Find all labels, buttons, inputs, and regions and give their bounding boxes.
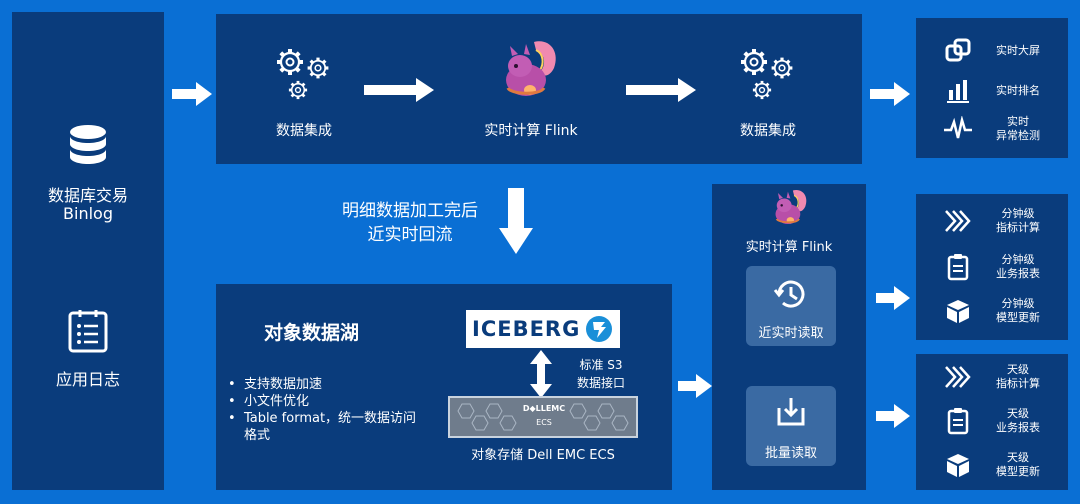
- output-label: 天级: [1007, 451, 1029, 464]
- output-label: 业务报表: [996, 267, 1040, 280]
- double-arrow: [530, 350, 552, 398]
- output-day-reports: 天级业务报表: [916, 406, 1068, 436]
- iceberg-logo: ICEBERG: [466, 310, 620, 348]
- db-label-line2: Binlog: [63, 204, 113, 223]
- history-icon: [773, 280, 805, 308]
- minute-outputs-panel: 分钟级指标计算 分钟级业务报表 分钟级模型更新: [916, 194, 1068, 340]
- server-sub: ECS: [536, 418, 552, 427]
- flink-read-title: 实时计算 Flink: [745, 240, 833, 255]
- down-arrow: [499, 188, 533, 254]
- output-minute-reports: 分钟级业务报表: [916, 252, 1068, 282]
- batch-label: 批量读取: [764, 446, 817, 461]
- output-minute-metrics: 分钟级指标计算: [916, 206, 1068, 236]
- output-label: 异常检测: [996, 129, 1040, 142]
- bullet-item: • 小文件优化: [228, 394, 309, 409]
- output-label: 业务报表: [996, 421, 1040, 434]
- clipboard-icon: [947, 408, 969, 435]
- day-outputs-panel: 天级指标计算 天级业务报表 天级模型更新: [916, 354, 1068, 490]
- bullet-item: • 支持数据加速: [228, 377, 322, 392]
- step2-label: 实时计算 Flink: [484, 123, 578, 139]
- clipboard-icon: [947, 254, 969, 281]
- cube-icon: [947, 454, 969, 477]
- chevrons-icon: [945, 366, 971, 388]
- near-realtime-label: 近实时读取: [758, 326, 824, 341]
- step3-label: 数据集成: [740, 123, 796, 139]
- flink-read-panel: 实时计算 Flink 近实时读取 批量读取: [712, 184, 866, 490]
- iceberg-globe-icon: [586, 316, 613, 342]
- arrow-to-day-outputs: [876, 404, 910, 428]
- arrow-to-flink-read: [678, 374, 712, 398]
- flink-squirrel-icon: [774, 189, 808, 225]
- output-label: 模型更新: [996, 311, 1040, 324]
- ecs-server-image: D◆LLEMC ECS: [448, 396, 638, 438]
- step1-label: 数据集成: [276, 123, 332, 139]
- output-label: 分钟级: [1001, 297, 1035, 310]
- chevrons-icon: [945, 210, 971, 232]
- output-label: 实时: [1007, 115, 1029, 128]
- output-label: 指标计算: [996, 221, 1040, 234]
- output-day-model: 天级模型更新: [916, 450, 1068, 480]
- output-minute-model: 分钟级模型更新: [916, 296, 1068, 326]
- output-realtime-rank: 实时排名: [916, 76, 1068, 106]
- output-realtime-anomaly: 实时 异常检测: [916, 114, 1068, 144]
- log-label: 应用日志: [55, 370, 120, 389]
- output-label: 模型更新: [996, 465, 1040, 478]
- pulse-icon: [944, 116, 972, 139]
- realtime-outputs-panel: 实时大屏 实时排名 实时 异常检测: [916, 18, 1068, 158]
- near-realtime-read-button[interactable]: 近实时读取: [746, 266, 836, 346]
- sources-panel: 数据库交易 Binlog 应用日志: [12, 12, 164, 490]
- batch-read-button[interactable]: 批量读取: [746, 386, 836, 466]
- database-icon: [70, 125, 106, 164]
- bullet-item: • Table format，统一数据访问: [228, 411, 417, 426]
- arrow-step1-step2: [364, 78, 434, 102]
- output-realtime-screen: 实时大屏: [916, 36, 1068, 66]
- copy-icon: [945, 38, 971, 62]
- output-label: 实时大屏: [996, 44, 1040, 57]
- server-brand: D◆LLEMC: [522, 404, 566, 413]
- db-label-line1: 数据库交易: [47, 186, 128, 205]
- backflow-line2: 近实时回流: [367, 225, 453, 245]
- gears-icon: [272, 44, 334, 106]
- server-grille: [457, 403, 629, 431]
- bullet-item: 格式: [244, 428, 271, 443]
- lake-title: 对象数据湖: [264, 322, 360, 344]
- output-label: 实时排名: [996, 84, 1040, 97]
- s3-label-line2: 数据接口: [576, 376, 625, 390]
- log-list-icon: [68, 310, 108, 353]
- arrow-to-minute-outputs: [876, 286, 910, 310]
- arrow-to-realtime-outputs: [870, 82, 910, 106]
- arrow-step2-step3: [626, 78, 696, 102]
- output-label: 天级: [1007, 407, 1029, 420]
- output-label: 指标计算: [996, 377, 1040, 390]
- cube-icon: [947, 300, 969, 323]
- flink-squirrel-icon: [504, 39, 558, 98]
- gears-icon: [736, 44, 798, 106]
- bar-chart-icon: [947, 80, 969, 103]
- data-lake-panel: 对象数据湖 • 支持数据加速 • 小文件优化 • Table format，统一…: [216, 284, 672, 490]
- pipeline-panel: 数据集成 实时计算 Flink 数据集成: [216, 14, 862, 164]
- storage-label: 对象存储 Dell EMC ECS: [471, 448, 615, 463]
- download-tray-icon: [777, 398, 805, 426]
- lake-bullets: • 支持数据加速 • 小文件优化 • Table format，统一数据访问 格…: [228, 376, 416, 444]
- backflow-line1: 明细数据加工完后: [342, 201, 478, 221]
- s3-label-line1: 标准 S3: [579, 358, 623, 372]
- arrow-to-pipeline: [172, 82, 212, 106]
- output-label: 分钟级: [1001, 253, 1035, 266]
- output-label: 天级: [1007, 363, 1029, 376]
- output-day-metrics: 天级指标计算: [916, 362, 1068, 392]
- output-label: 分钟级: [1001, 207, 1035, 220]
